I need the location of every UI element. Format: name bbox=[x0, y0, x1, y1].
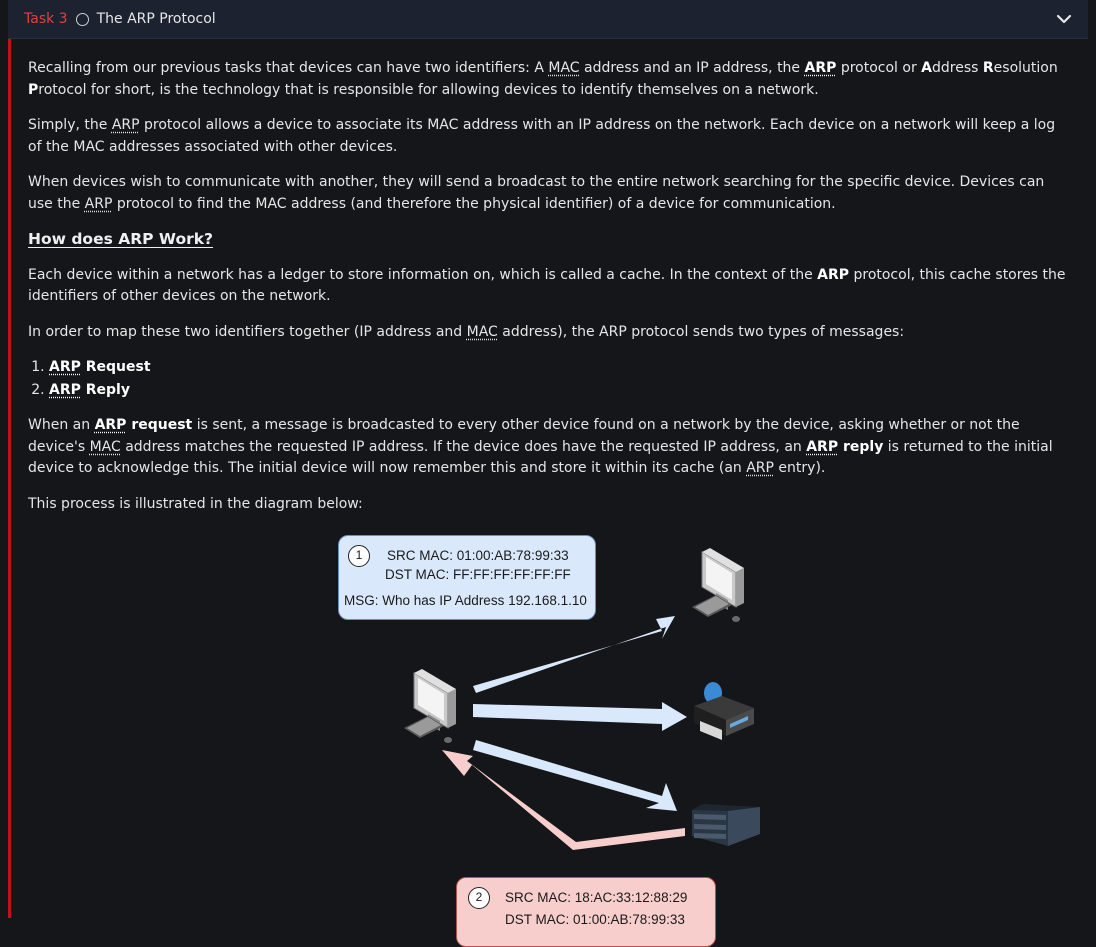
paragraph-association: Simply, the ARP protocol allows a device… bbox=[28, 117, 1056, 155]
reply-arrow bbox=[442, 750, 685, 850]
reply-src-mac: SRC MAC: 18:AC:33:12:88:29 bbox=[505, 890, 688, 905]
request-arrow-printer bbox=[473, 702, 687, 731]
arp-abbr: ARP bbox=[804, 60, 837, 76]
paragraph-messages: In order to map these two identifiers to… bbox=[28, 323, 905, 340]
arp-request-bubble: 1 SRC MAC: 01:00:AB:78:99:33 DST MAC: FF… bbox=[338, 535, 596, 620]
printer-icon bbox=[694, 682, 754, 740]
step-number-badge: 2 bbox=[468, 887, 490, 909]
request-dst-mac: DST MAC: FF:FF:FF:FF:FF:FF bbox=[385, 567, 571, 582]
task-content: Recalling from our previous tasks that d… bbox=[28, 58, 1073, 529]
mac-abbr: MAC bbox=[548, 60, 580, 76]
paragraph-diagram-intro: This process is illustrated in the diagr… bbox=[28, 495, 363, 512]
chevron-down-icon[interactable] bbox=[1056, 11, 1072, 27]
list-item: ARP Request bbox=[49, 357, 1073, 379]
request-message: MSG: Who has IP Address 192.168.1.10 bbox=[344, 593, 587, 608]
step-number-badge: 1 bbox=[348, 545, 370, 567]
task-accent-bar bbox=[8, 39, 11, 918]
request-arrow-computer bbox=[473, 616, 675, 693]
request-src-mac: SRC MAC: 01:00:AB:78:99:33 bbox=[387, 548, 569, 563]
paragraph-cache: Each device within a network has a ledge… bbox=[28, 266, 1066, 305]
paragraph-request-reply: When an ARP request is sent, a message i… bbox=[28, 417, 1053, 476]
reply-dst-mac: DST MAC: 01:00:AB:78:99:33 bbox=[505, 912, 685, 927]
arp-abbr: ARP bbox=[84, 195, 113, 212]
task-title: The ARP Protocol bbox=[96, 11, 216, 27]
task-header[interactable]: Task 3 The ARP Protocol bbox=[8, 0, 1088, 39]
list-item: ARP Reply bbox=[49, 380, 1073, 402]
target-computer-icon bbox=[692, 548, 744, 622]
arp-reply-bubble: 2 SRC MAC: 18:AC:33:12:88:29 DST MAC: 01… bbox=[456, 877, 716, 947]
arp-abbr: ARP bbox=[746, 460, 774, 476]
message-types-list: ARP Request ARP Reply bbox=[28, 357, 1073, 401]
task-number: Task 3 bbox=[24, 11, 68, 27]
server-icon bbox=[692, 804, 760, 846]
mac-abbr: MAC bbox=[466, 323, 498, 340]
paragraph-broadcast: When devices wish to communicate with an… bbox=[28, 174, 1045, 212]
arp-diagram: 1 SRC MAC: 01:00:AB:78:99:33 DST MAC: FF… bbox=[330, 528, 770, 947]
paragraph-intro: Recalling from our previous tasks that d… bbox=[28, 60, 1058, 98]
diagram-canvas bbox=[404, 548, 760, 850]
arp-abbr: ARP bbox=[111, 117, 140, 133]
task-status-circle-icon bbox=[75, 12, 89, 26]
request-arrow-server bbox=[473, 740, 677, 811]
section-heading: How does ARP Work? bbox=[28, 230, 214, 248]
mac-abbr: MAC bbox=[89, 438, 121, 455]
source-computer-icon bbox=[404, 669, 456, 743]
